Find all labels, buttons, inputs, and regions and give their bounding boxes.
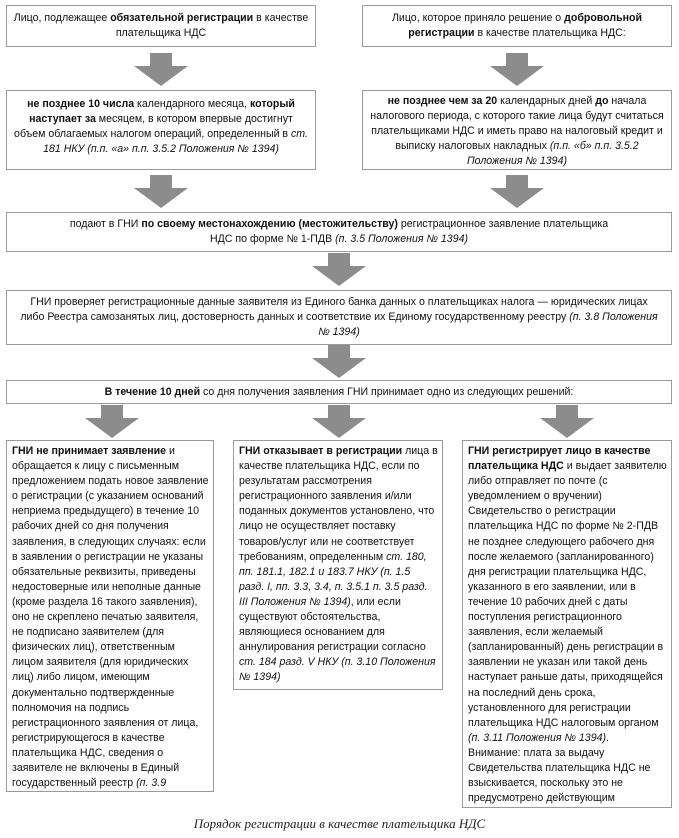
not-accepted-box: ГНИ не принимает заявление и обращается … bbox=[6, 440, 214, 792]
down-arrow-icon bbox=[312, 405, 366, 438]
text: лица в качестве плательщика НДС, если по… bbox=[239, 445, 438, 563]
down-arrow-icon bbox=[540, 405, 594, 438]
voluntary-registration-box: Лицо, которое приняло решение о добровол… bbox=[362, 5, 672, 47]
registered-box: ГНИ регистрирует лицо в качестве платель… bbox=[462, 440, 672, 808]
bold-text: не позднее чем за 20 bbox=[387, 95, 498, 107]
mandatory-registration-box: Лицо, подлежащее обязательной регистраци… bbox=[6, 5, 316, 47]
submit-application-box: подают в ГНИ по своему местонахождению (… bbox=[6, 212, 672, 252]
bold-text: ГНИ регистрирует лицо в качестве платель… bbox=[468, 445, 651, 473]
down-arrow-icon bbox=[134, 175, 188, 208]
attention-note: Внимание: плата за выдачу Свидетельства … bbox=[468, 746, 651, 805]
bold-text: добровольной регистрации bbox=[408, 12, 643, 40]
data-verification-box: ГНИ проверяет регистрационные данные зая… bbox=[6, 290, 672, 345]
legal-reference: (п. 3.11 Положения № 1394) bbox=[468, 731, 607, 744]
down-arrow-icon bbox=[490, 53, 544, 86]
legal-reference: ст. 181 НКУ (п.п. «а» п.п. 3.5.2 Положен… bbox=[43, 128, 308, 156]
legal-reference: (п. 3.8 Положения № 1394) bbox=[318, 311, 658, 339]
bold-text: ГНИ не принимает заявление bbox=[12, 445, 167, 457]
legal-reference: ст. 184 разд. V НКУ (п. 3.10 Положения №… bbox=[239, 656, 436, 684]
bold-text: по своему местонахождению (местожительст… bbox=[141, 218, 398, 230]
text: регистрационное заявление плательщика НД… bbox=[209, 218, 609, 246]
text: в качестве плательщика НДС: bbox=[474, 27, 626, 40]
text: в качестве плательщика НДС bbox=[115, 12, 309, 40]
decision-box: В течение 10 дней со дня получения заявл… bbox=[6, 380, 672, 404]
deadline-voluntary-box: не позднее чем за 20 календарных дней до… bbox=[362, 90, 672, 170]
text: и обращается к лицу с письменным предлож… bbox=[12, 445, 209, 790]
text: и выдает заявителю либо отправляет по по… bbox=[468, 460, 667, 729]
down-arrow-icon bbox=[312, 253, 366, 286]
bold-text: ГНИ отказывает в регистрации bbox=[239, 445, 403, 457]
down-arrow-icon bbox=[312, 345, 366, 378]
text: календарных дней bbox=[497, 95, 596, 107]
down-arrow-icon bbox=[85, 405, 139, 438]
deadline-mandatory-box: не позднее 10 числа календарного месяца,… bbox=[6, 90, 316, 170]
down-arrow-icon bbox=[490, 175, 544, 208]
bold-text: обязательной регистрации bbox=[110, 12, 254, 24]
text: , или если существуют обстоятельства, яв… bbox=[239, 595, 426, 654]
legal-reference: (п. 3.5 Положения № 1394) bbox=[335, 233, 469, 246]
text: начала налогового периода, с которого та… bbox=[370, 95, 664, 153]
bold-text: до bbox=[595, 95, 609, 107]
text: месяцем, в котором впервые достигнут объ… bbox=[14, 113, 293, 141]
bold-text: который наступает за bbox=[29, 98, 295, 126]
text: Лицо, которое приняло решение о bbox=[391, 12, 565, 24]
text: подают в ГНИ bbox=[69, 218, 142, 230]
text: календарного месяца, bbox=[134, 98, 250, 110]
bold-text: В течение 10 дней bbox=[104, 386, 201, 398]
text: . bbox=[606, 731, 609, 744]
down-arrow-icon bbox=[134, 53, 188, 86]
text: Лицо, подлежащее bbox=[13, 12, 111, 24]
text: ГНИ проверяет регистрационные данные зая… bbox=[20, 296, 648, 324]
text: со дня получения заявления ГНИ принимает… bbox=[200, 386, 574, 398]
legal-reference: (п.п. «б» п.п. 3.5.2 Положения № 1394) bbox=[467, 140, 639, 168]
bold-text: не позднее 10 числа bbox=[27, 98, 135, 110]
legal-reference: (п. 3.9 Положения № 1394) bbox=[136, 777, 167, 790]
legal-reference: ст. 180, пп. 181.1, 182.1 и 183.7 НКУ (п… bbox=[239, 550, 428, 608]
refused-box: ГНИ отказывает в регистрации лица в каче… bbox=[233, 440, 443, 690]
figure-caption: Порядок регистрации в качестве плательщи… bbox=[193, 816, 486, 831]
